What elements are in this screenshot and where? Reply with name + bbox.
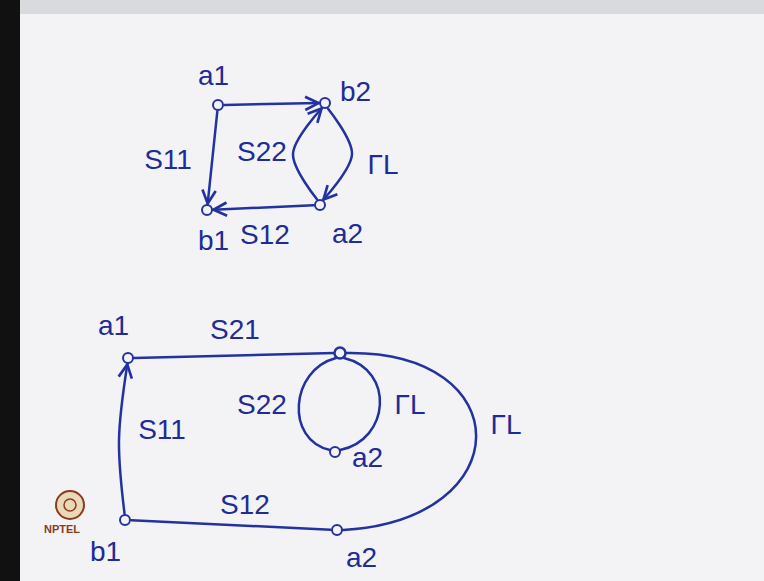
branch-gain: ΓL xyxy=(488,410,525,440)
node-label: a2 xyxy=(346,544,377,572)
signal-branch xyxy=(224,103,318,105)
node-label: a2 xyxy=(332,220,363,248)
s21-branch xyxy=(134,353,334,358)
graph-node: a1 xyxy=(122,352,134,364)
logo-core xyxy=(64,499,76,511)
s22-loop-branch xyxy=(299,358,336,450)
node-label: a1 xyxy=(98,312,129,340)
node-label: b1 xyxy=(90,538,121,566)
branch-gain: S22 xyxy=(234,390,290,420)
branch-gain: S12 xyxy=(217,490,273,520)
signal-branch xyxy=(323,109,352,200)
board-top-edge xyxy=(0,0,764,14)
signal-branch xyxy=(119,364,127,513)
node-label: a2 xyxy=(352,444,383,472)
board-left-frame xyxy=(0,0,20,581)
logo-ring xyxy=(56,491,84,519)
signal-branch xyxy=(213,205,313,209)
branch-gain: S11 xyxy=(135,415,189,445)
graph-node: b2 xyxy=(319,97,331,109)
branch-gain: S11 xyxy=(141,145,195,175)
bottom-graph-wires xyxy=(134,353,476,530)
graph-node: a2 xyxy=(329,446,341,458)
branch-gain: ΓL xyxy=(365,150,402,180)
b2-node-dot xyxy=(335,348,346,359)
signal-branch xyxy=(293,109,322,200)
branch-gain: S22 xyxy=(234,137,290,167)
watermark: NPTEL xyxy=(41,523,83,536)
graph-node: b1 xyxy=(201,204,213,216)
branch-gain: S21 xyxy=(207,315,263,345)
node-label: b2 xyxy=(340,78,371,106)
signal-branch xyxy=(208,111,218,203)
gamma-loop-branch xyxy=(340,358,380,450)
nptel-logo xyxy=(56,491,84,519)
node-label: b1 xyxy=(198,227,229,255)
graph-node: a1 xyxy=(212,99,224,111)
signal-branch xyxy=(131,520,330,529)
branch-gain: ΓL xyxy=(392,390,429,420)
branch-gain: S12 xyxy=(237,220,293,250)
graph-node: a2 xyxy=(314,199,326,211)
gamma-outer-branch xyxy=(343,353,476,530)
graph-node: a2 xyxy=(331,524,343,536)
node-label: a1 xyxy=(198,62,229,90)
graph-node: b1 xyxy=(119,514,131,526)
